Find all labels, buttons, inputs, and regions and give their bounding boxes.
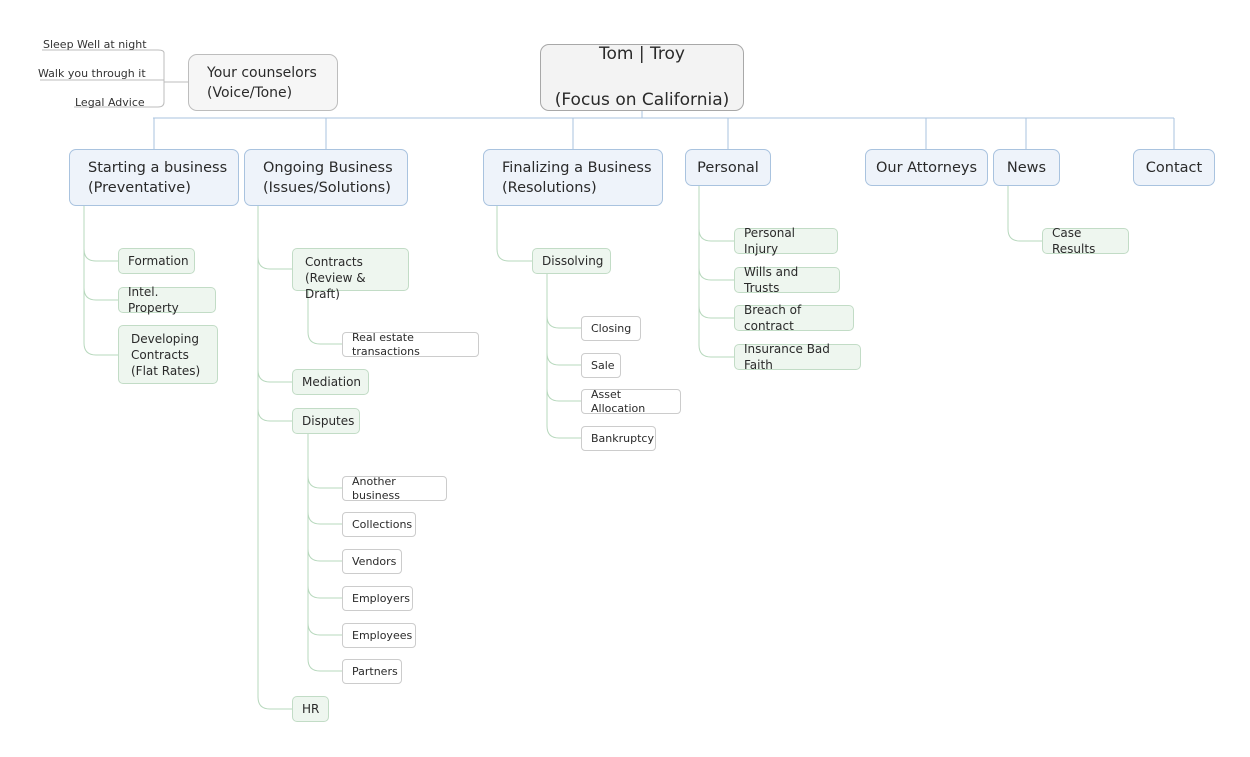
note-walk-through: Walk you through it xyxy=(38,67,146,80)
branch-news[interactable]: News xyxy=(993,149,1060,186)
root-line-2: (Focus on California) xyxy=(554,90,730,110)
leaf-another-business[interactable]: Another business xyxy=(342,475,447,502)
branch-personal[interactable]: Personal xyxy=(685,149,771,186)
leaf-bankruptcy[interactable]: Bankruptcy xyxy=(581,426,656,451)
item-wills-trusts[interactable]: Wills and Trusts xyxy=(734,265,840,295)
leaf-employers[interactable]: Employers xyxy=(342,586,413,611)
counselors-node[interactable]: Your counselors (Voice/Tone) xyxy=(188,54,338,111)
root-node[interactable]: Tom | Troy (Focus on California) xyxy=(540,44,744,111)
item-contracts[interactable]: Contracts (Review & Draft) xyxy=(292,248,409,301)
item-hr[interactable]: HR xyxy=(292,696,329,722)
item-developing-contracts[interactable]: Developing Contracts (Flat Rates) xyxy=(118,325,218,384)
branch-starting-business[interactable]: Starting a business (Preventative) xyxy=(69,149,239,206)
item-case-results[interactable]: Case Results xyxy=(1042,226,1129,256)
item-disputes[interactable]: Disputes xyxy=(292,408,360,434)
leaf-employees[interactable]: Employees xyxy=(342,623,416,648)
leaf-real-estate[interactable]: Real estate transactions xyxy=(342,331,479,358)
note-sleep-well: Sleep Well at night xyxy=(43,38,147,51)
item-formation[interactable]: Formation xyxy=(118,248,195,274)
root-line-1: Tom | Troy xyxy=(599,44,685,64)
branch-contact[interactable]: Contact xyxy=(1133,149,1215,186)
leaf-collections[interactable]: Collections xyxy=(342,512,416,537)
leaf-asset-allocation[interactable]: Asset Allocation xyxy=(581,388,681,415)
item-dissolving[interactable]: Dissolving xyxy=(532,248,611,274)
branch-ongoing-business[interactable]: Ongoing Business (Issues/Solutions) xyxy=(244,149,408,206)
item-personal-injury[interactable]: Personal Injury xyxy=(734,226,838,256)
item-intel-property[interactable]: Intel. Property xyxy=(118,285,216,315)
leaf-partners[interactable]: Partners xyxy=(342,659,402,684)
branch-finalizing-business[interactable]: Finalizing a Business (Resolutions) xyxy=(483,149,663,206)
note-legal-advice: Legal Advice xyxy=(75,96,145,109)
leaf-closing[interactable]: Closing xyxy=(581,316,641,341)
branch-our-attorneys[interactable]: Our Attorneys xyxy=(865,149,988,186)
leaf-sale[interactable]: Sale xyxy=(581,353,621,378)
item-breach-contract[interactable]: Breach of contract xyxy=(734,303,854,333)
item-mediation[interactable]: Mediation xyxy=(292,369,369,395)
item-insurance-bad-faith[interactable]: Insurance Bad Faith xyxy=(734,342,861,372)
leaf-vendors[interactable]: Vendors xyxy=(342,549,402,574)
